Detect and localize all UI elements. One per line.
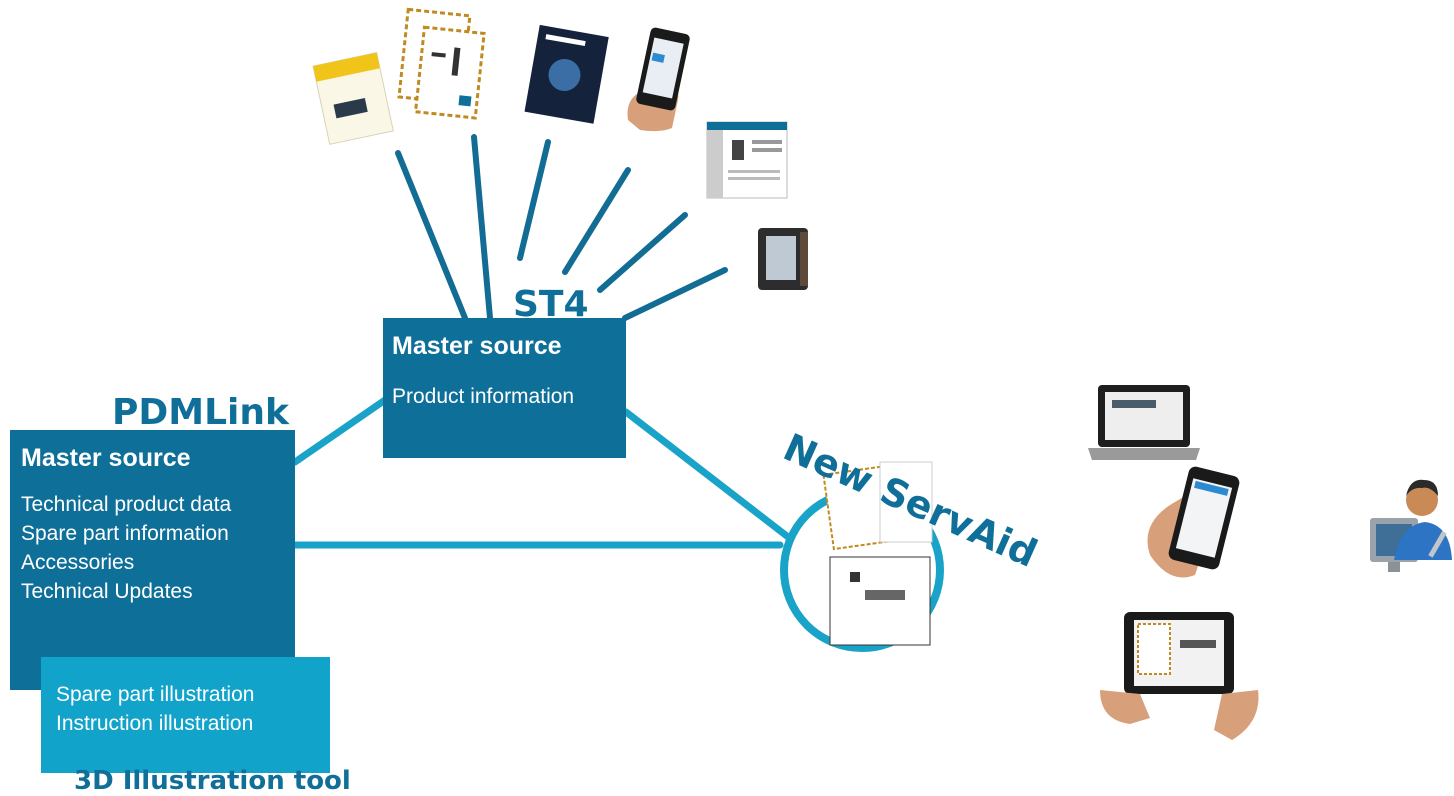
- box-title: Master source: [392, 332, 562, 360]
- connector-line: [517, 139, 551, 261]
- connector-line: [597, 212, 688, 293]
- box-line: Accessories: [21, 551, 135, 574]
- smartphone-app-icon: [627, 27, 690, 132]
- pdmlink-heading: PDMLink: [112, 392, 289, 433]
- box-title: Master source: [21, 444, 191, 472]
- printed-manual-icon: [312, 51, 394, 145]
- illustration-tool-heading: 3D Illustration tool: [74, 766, 351, 796]
- illustration-box: Spare part illustration Instruction illu…: [41, 657, 330, 773]
- connector-line: [395, 150, 468, 321]
- box-line: Spare part illustration: [56, 683, 255, 706]
- tablet-icon: [1100, 612, 1259, 740]
- servaid-circle: [780, 461, 944, 652]
- connector-line: [562, 167, 631, 275]
- service-technician-icon: [1370, 479, 1452, 572]
- box-line: Technical product data: [21, 493, 232, 516]
- smartphone-icon: [1147, 466, 1240, 578]
- connector-line: [471, 134, 493, 321]
- box-line: Spare part information: [21, 522, 229, 545]
- box-line: Product information: [392, 385, 575, 408]
- spare-parts-document-icon: [397, 7, 486, 120]
- connector-line: [622, 267, 728, 321]
- brochure-icon: [524, 24, 609, 124]
- connector-line: [622, 408, 796, 544]
- web-page-icon: [706, 121, 788, 199]
- connector-line: [291, 396, 389, 466]
- box-line: Technical Updates: [21, 580, 193, 603]
- controller-device-icon: [758, 228, 808, 290]
- box-line: Instruction illustration: [56, 712, 254, 735]
- st4-master-source-box: Master source Product information: [383, 318, 626, 458]
- laptop-icon: [1088, 385, 1200, 460]
- pdmlink-master-source-box: Master source Technical product data Spa…: [10, 430, 295, 690]
